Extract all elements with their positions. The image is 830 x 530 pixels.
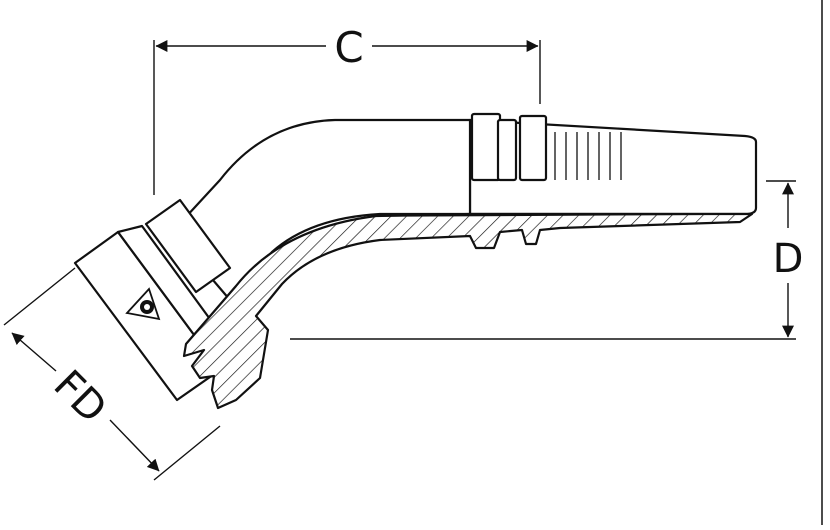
fitting-body [73, 118, 758, 402]
dimension-label-fd: FD [45, 362, 116, 433]
dimension-label-c: C [334, 23, 363, 72]
dimension-label-d: D [773, 236, 804, 282]
dimension-d: D [290, 180, 804, 340]
brand-logo-icon [125, 287, 161, 321]
stem-serrations [554, 132, 622, 180]
stem-collar [470, 112, 548, 182]
bore-line [185, 213, 753, 345]
dimension-c: C [153, 23, 541, 195]
